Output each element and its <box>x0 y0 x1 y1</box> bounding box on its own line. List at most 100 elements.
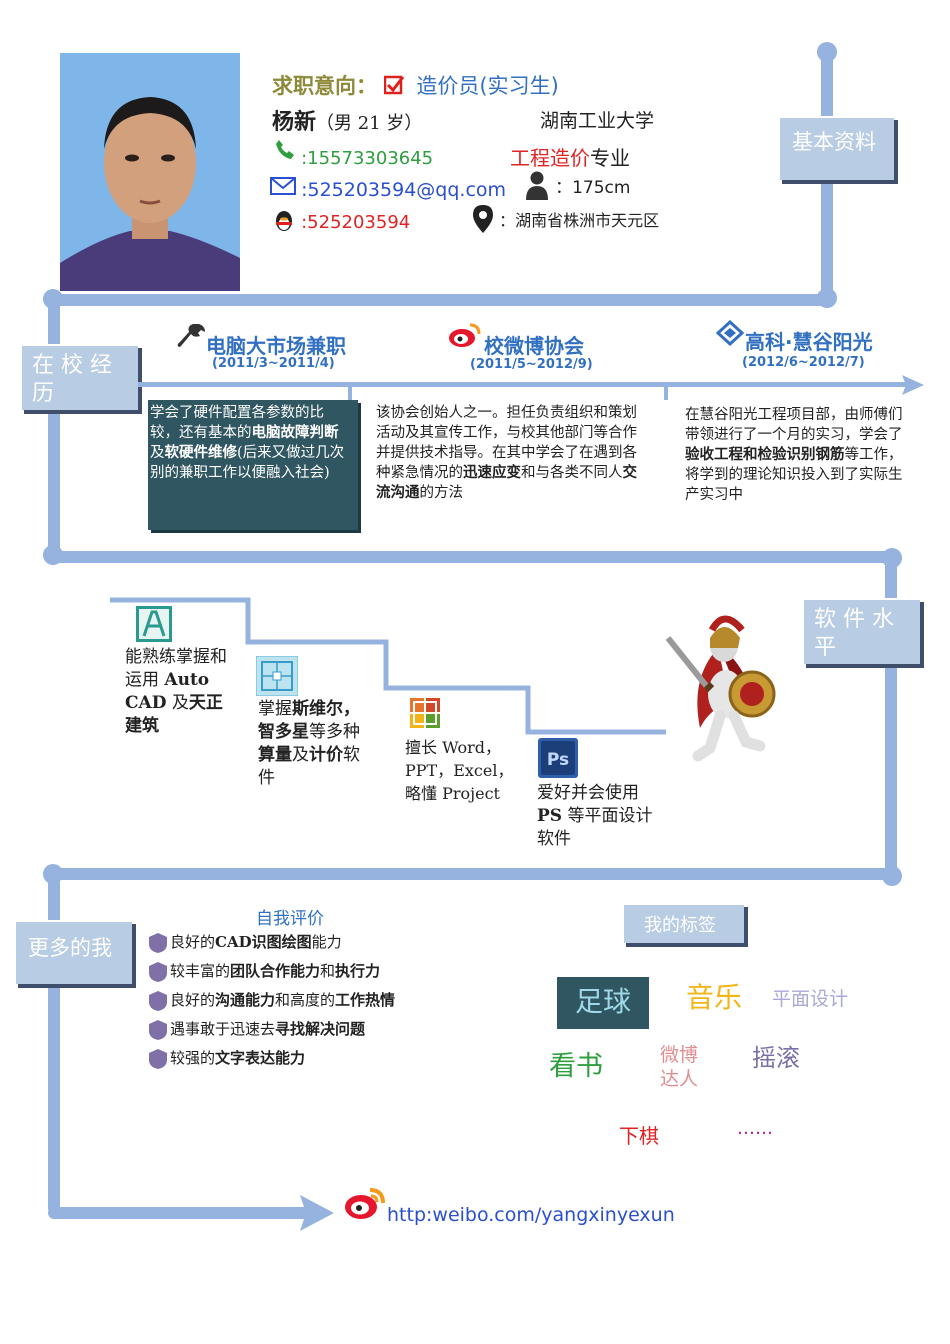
timeline-arrow-icon <box>300 1195 334 1231</box>
experience-date: (2012/6~2012/7) <box>742 355 865 370</box>
weibo-icon <box>345 1188 385 1219</box>
body-text: 和与各类不同人 <box>521 465 623 481</box>
section-school-experience: 在 校 经 历 <box>20 344 138 410</box>
self-eval-item: 良好的沟通能力和高度的工作热情 <box>148 988 395 1012</box>
email-row: :525203594@qq.com <box>270 176 506 201</box>
checkbox-icon <box>383 75 404 95</box>
hobby-music: 音乐 <box>686 981 743 1014</box>
body-text: 及 <box>292 745 309 765</box>
body-text: 良好的 <box>170 933 216 951</box>
experience-desc: 在慧谷阳光工程项目部，由师傅们带领进行了一个月的实习，学会了验收工程和检验识别钢… <box>685 405 913 505</box>
height-value: ：175cm <box>555 178 631 198</box>
body-text: 的方法 <box>419 485 464 501</box>
experience-desc: 学会了硬件配置各参数的比较，还有基本的电脑故障判断及软硬件维修(后来又做过几次别… <box>150 403 350 483</box>
autocad-icon <box>136 606 172 642</box>
job-intent-label: 求职意向： <box>272 74 377 98</box>
timeline-line <box>48 551 894 563</box>
emphasis-text: 验收工程和检验识别钢筋 <box>685 446 845 463</box>
emphasis-text: 交流沟通 <box>376 464 637 501</box>
portrait-image <box>60 53 240 291</box>
self-eval-item: 较丰富的团队合作能力和执行力 <box>148 959 380 983</box>
location-text: ：湖南省株洲市天元区 <box>499 211 660 230</box>
emphasis-text: 电脑故障判断 <box>251 424 339 441</box>
hobby-reading: 看书 <box>549 1051 603 1082</box>
tangent-icon <box>256 656 298 696</box>
person-icon <box>526 171 548 200</box>
phone-icon <box>276 140 294 159</box>
body-text: 及 <box>150 445 165 461</box>
body-text: 较强的 <box>170 1049 216 1067</box>
svg-text:Ps: Ps <box>547 750 569 770</box>
name-line: 杨新（男 21 岁） <box>272 104 422 136</box>
emphasis-text: 斯维尔，智多星 <box>258 699 360 742</box>
phone-number: :15573303645 <box>301 148 434 169</box>
body-text: 软件 <box>258 745 360 788</box>
weibo-icon <box>449 323 481 347</box>
hobby-football: 足球 <box>557 977 649 1029</box>
major-suffix: 专业 <box>590 146 630 170</box>
job-intent: 求职意向： 造价员(实习生) <box>272 70 559 100</box>
body-text: 该协会创始人之一。担任负责组织和策划活动及其宣传工作，与校其他部门等合作并提供技… <box>376 405 637 481</box>
phone-row: :15573303645 <box>274 138 433 169</box>
emphasis-text: 算量 <box>258 745 292 765</box>
emphasis-text: 寻找解决问题 <box>275 1020 366 1038</box>
shield-bullet-icon <box>149 1020 167 1040</box>
self-eval-title: 自我评价 <box>256 909 324 929</box>
body-text: 遇事敢于迅速去 <box>170 1020 276 1038</box>
photoshop-icon: Ps <box>538 738 578 778</box>
qq-row: :525203594 <box>272 208 410 239</box>
shield-bullet-icon <box>149 933 167 953</box>
body-text: 和高度的 <box>275 991 336 1009</box>
email-address[interactable]: :525203594@qq.com <box>301 179 507 201</box>
qq-number: :525203594 <box>301 212 411 233</box>
self-eval-item: 良好的CAD识图绘图能力 <box>148 930 342 954</box>
location-pin-icon <box>473 205 493 233</box>
emphasis-text: CAD识图绘图 <box>215 933 312 951</box>
shield-bullet-icon <box>149 1049 167 1069</box>
body-text: (后来又做过几次别的兼职工作以便融入社会) <box>150 445 345 481</box>
height-row: ：175cm <box>524 170 630 205</box>
body-text: 等平面设计软件 <box>537 806 653 849</box>
emphasis-text: 沟通能力 <box>215 991 276 1009</box>
self-eval-item: 遇事敢于迅速去寻找解决问题 <box>148 1017 365 1041</box>
emphasis-text: 天正建筑 <box>125 693 223 736</box>
body-text: 学会了硬件配置各参数的比较，还有基本的 <box>150 405 324 441</box>
emphasis-text: 团队合作能力 <box>230 962 321 980</box>
experience-date: (2011/5~2012/9) <box>470 357 593 372</box>
experience-box-computer <box>148 400 358 530</box>
experience-title: 高科·慧谷阳光 <box>745 330 873 354</box>
divider-tick <box>348 382 352 400</box>
divider-arrow-icon <box>902 375 924 395</box>
profile-photo <box>60 53 240 291</box>
body-text: 爱好并会使用 <box>537 783 639 803</box>
experience-desc: 该协会创始人之一。担任负责组织和策划活动及其宣传工作，与校其他部门等合作并提供技… <box>376 403 648 503</box>
section-more-about-me: 更多的我 <box>14 920 132 984</box>
hobby-rock: 摇滚 <box>752 1044 800 1072</box>
weibo-link[interactable]: http:weibo.com/yangxinyexun <box>387 1204 675 1226</box>
experience-date: (2011/3~2011/4) <box>212 356 335 371</box>
emphasis-text: Auto CAD <box>125 670 210 713</box>
gaoke-logo-icon <box>716 320 744 346</box>
candidate-name: 杨新 <box>272 110 317 135</box>
experience-title: 校微博协会 <box>484 334 584 358</box>
timeline-line <box>48 294 834 306</box>
hobby-more: …… <box>737 1118 773 1139</box>
emphasis-text: PS <box>537 806 563 826</box>
emphasis-text: 执行力 <box>335 962 381 980</box>
section-basic-info: 基本资料 <box>778 116 894 180</box>
timeline-line <box>48 296 60 564</box>
body-text: 能力 <box>311 933 342 951</box>
skill-text: 掌握斯维尔，智多星等多种算量及计价软件 <box>258 698 368 790</box>
emphasis-text: 计价 <box>309 745 343 765</box>
my-tags-title: 我的标签 <box>622 903 744 943</box>
body-text: 在慧谷阳光工程项目部，由师傅们带领进行了一个月的实习，学会了 <box>685 407 903 443</box>
emphasis-text: 工作热情 <box>335 991 396 1009</box>
timeline-dot <box>817 42 837 62</box>
timeline-line <box>48 868 896 880</box>
wrench-icon <box>177 324 205 347</box>
shield-bullet-icon <box>149 991 167 1011</box>
body-text: 擅长 Word，PPT，Excel，略懂 Project <box>405 738 514 803</box>
experience-divider <box>138 382 908 387</box>
experience-title: 电脑大市场兼职 <box>206 334 346 358</box>
skill-text: 爱好并会使用 PS 等平面设计软件 <box>537 782 657 851</box>
